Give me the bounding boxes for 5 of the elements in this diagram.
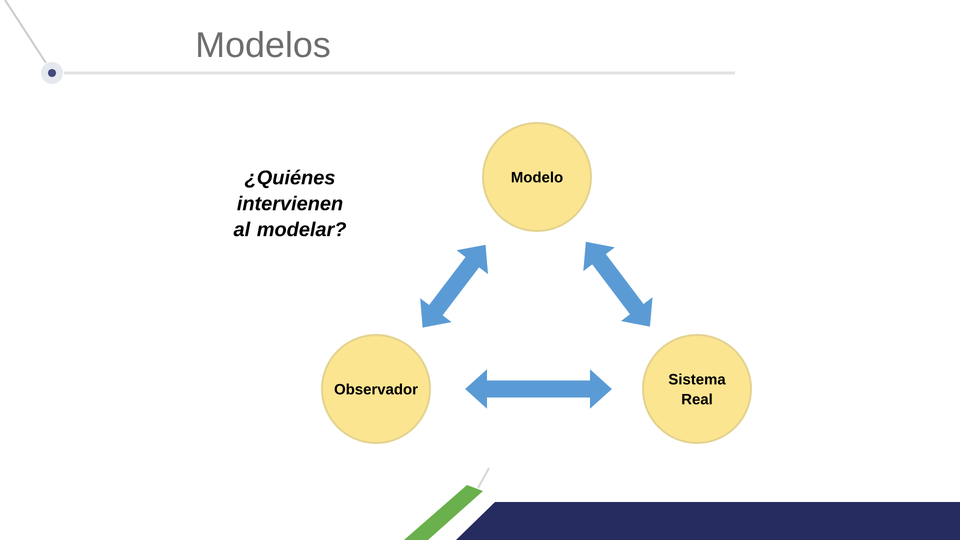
circle-node: Sistema Real [642, 334, 752, 444]
circle-node: Modelo [482, 122, 592, 232]
slide-title: Modelos [198, 31, 330, 58]
circle-node: Observador [321, 334, 431, 444]
question-text: ¿Quiénes intervienen al modelar? [234, 170, 346, 236]
